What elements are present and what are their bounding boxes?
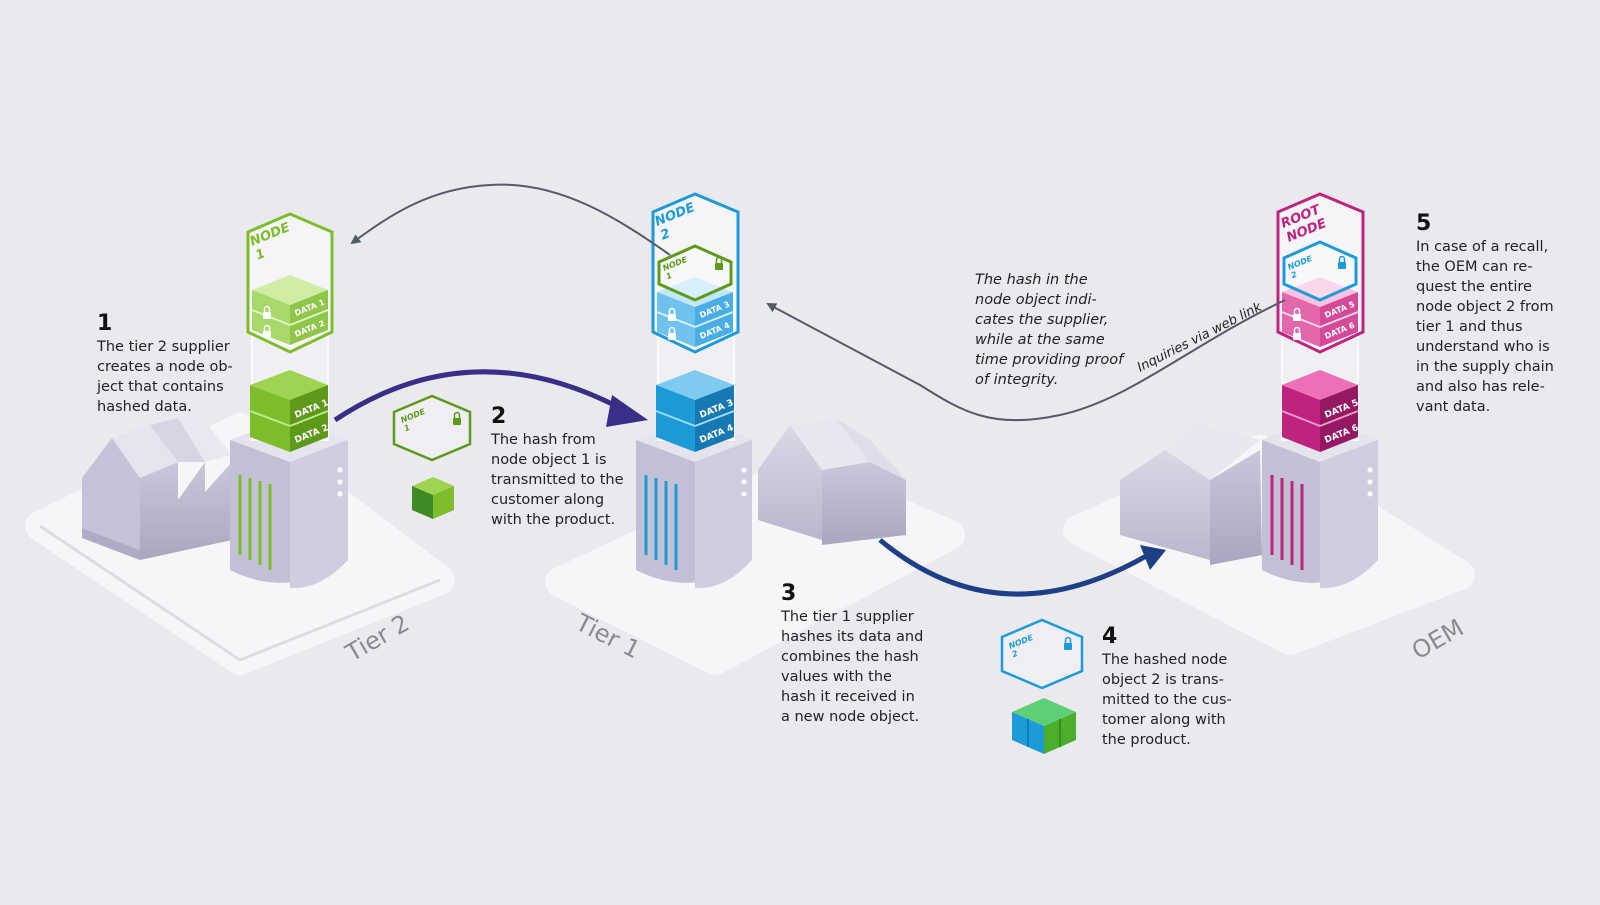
arrow-tier1-to-tier2-request bbox=[350, 183, 671, 256]
step-5-line: in the supply chain bbox=[1416, 359, 1554, 375]
step-4-description: 4 The hashed node object 2 is trans- mit… bbox=[1102, 625, 1232, 750]
arrow-tier2-to-tier1 bbox=[333, 369, 648, 427]
step-5-line: quest the entire bbox=[1416, 279, 1532, 295]
step-5-line: node object 2 from bbox=[1416, 299, 1554, 315]
packet-node2: NODE 2 bbox=[1000, 618, 1084, 754]
tier2-factory bbox=[82, 415, 232, 560]
step-5-line: vant data. bbox=[1416, 399, 1491, 415]
packet-node2-cube bbox=[1012, 698, 1076, 754]
step-3-line: hash it received in bbox=[781, 689, 915, 705]
lock-icon bbox=[1064, 636, 1072, 650]
packet-node1-cube bbox=[412, 477, 454, 519]
step-3-line: a new node object. bbox=[781, 709, 920, 725]
step-4-line: tomer along with bbox=[1102, 712, 1226, 728]
step-4-line: The hashed node bbox=[1102, 652, 1228, 668]
step-2-line: transmitted to the bbox=[491, 472, 624, 488]
step-2-number: 2 bbox=[491, 404, 507, 429]
lock-icon bbox=[1338, 255, 1346, 269]
step-2-line: The hash from bbox=[491, 432, 596, 448]
integrity-note-line: node object indi- bbox=[975, 292, 1097, 308]
integrity-note-line: cates the supplier, bbox=[975, 312, 1109, 328]
oem-server-led-strips bbox=[1270, 475, 1304, 570]
inquiries-label: Inquiries via web link bbox=[1135, 300, 1265, 376]
step-3-line: values with the bbox=[781, 669, 892, 685]
step-1-number: 1 bbox=[97, 311, 113, 336]
step-4-line: the product. bbox=[1102, 732, 1191, 748]
step-4-line: object 2 is trans- bbox=[1102, 672, 1224, 688]
step-2-line: node object 1 is bbox=[491, 452, 607, 468]
arrow-tier1-to-oem bbox=[878, 538, 1166, 597]
tier1-data-cube: DATA 3 DATA 4 bbox=[655, 370, 735, 452]
step-1-description: 1 The tier 2 supplier creates a node ob-… bbox=[97, 312, 233, 417]
step-1-line: creates a node ob- bbox=[97, 359, 233, 375]
step-2-description: 2 The hash from node object 1 is transmi… bbox=[491, 405, 624, 530]
lock-icon bbox=[1293, 307, 1301, 321]
oem-factory bbox=[1120, 425, 1262, 565]
integrity-note: The hash in the node object indi- cates … bbox=[975, 270, 1123, 390]
packet-node2-number: 2 bbox=[1011, 649, 1020, 660]
step-1-line: ject that contains bbox=[97, 379, 224, 395]
step-5-line: the OEM can re- bbox=[1416, 259, 1533, 275]
integrity-note-line: while at the same bbox=[975, 332, 1105, 348]
step-1-line: The tier 2 supplier bbox=[97, 339, 230, 355]
lock-icon bbox=[668, 307, 676, 321]
root-inner-number: 2 bbox=[1290, 270, 1299, 281]
integrity-note-line: time providing proof bbox=[975, 352, 1124, 368]
lock-icon bbox=[668, 326, 676, 340]
step-1-line: hashed data. bbox=[97, 399, 192, 415]
packet-node1-number: 1 bbox=[403, 423, 412, 433]
tier1-server bbox=[636, 418, 752, 589]
node2-inner-number: 1 bbox=[665, 271, 674, 281]
lock-icon bbox=[715, 256, 723, 270]
step-3-line: hashes its data and bbox=[781, 629, 924, 645]
root-node-object: ROOT NODE NODE 2 DATA 5 DATA 6 bbox=[1276, 192, 1365, 354]
arrow-oem-to-tier1-inquiry bbox=[766, 299, 1286, 422]
node1-object: NODE 1 DATA 1 DATA 2 bbox=[246, 212, 334, 354]
lock-icon bbox=[453, 411, 461, 425]
oem-data-cube: DATA 5 DATA 6 bbox=[1281, 370, 1360, 452]
node2-object: NODE 2 NODE 1 DATA 3 DATA 4 bbox=[651, 192, 740, 354]
lock-icon bbox=[1293, 326, 1301, 340]
step-5-description: 5 In case of a recall, the OEM can re- q… bbox=[1416, 212, 1554, 417]
step-3-line: The tier 1 supplier bbox=[781, 609, 914, 625]
tier1-factory bbox=[758, 418, 906, 545]
step-3-line: combines the hash bbox=[781, 649, 919, 665]
step-2-line: with the product. bbox=[491, 512, 616, 528]
step-4-number: 4 bbox=[1102, 624, 1118, 649]
step-3-number: 3 bbox=[781, 581, 797, 606]
oem-label: OEM bbox=[1407, 614, 1468, 666]
tier2-server-led-strips bbox=[238, 475, 272, 570]
step-4-line: mitted to the cus- bbox=[1102, 692, 1232, 708]
lock-icon bbox=[263, 305, 271, 319]
lock-icon bbox=[263, 324, 271, 338]
tier2-data-cube: DATA 1 DATA 2 bbox=[249, 370, 330, 452]
step-5-line: tier 1 and thus bbox=[1416, 319, 1523, 335]
tier1-server-led-strips bbox=[644, 475, 678, 570]
step-5-number: 5 bbox=[1416, 211, 1432, 236]
step-5-line: In case of a recall, bbox=[1416, 239, 1549, 255]
step-3-description: 3 The tier 1 supplier hashes its data an… bbox=[781, 582, 923, 727]
step-2-line: customer along bbox=[491, 492, 605, 508]
integrity-note-line: The hash in the bbox=[975, 272, 1088, 288]
packet-node1: NODE 1 bbox=[392, 394, 472, 519]
integrity-note-line: of integrity. bbox=[975, 372, 1059, 388]
step-5-line: understand who is bbox=[1416, 339, 1550, 355]
step-5-line: and also has rele- bbox=[1416, 379, 1545, 395]
